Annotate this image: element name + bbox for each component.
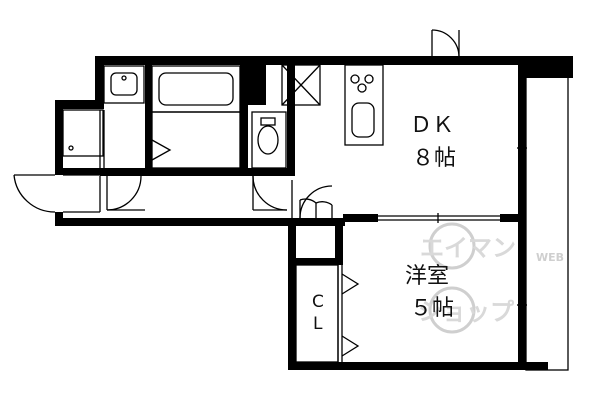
bath-floor <box>151 111 241 169</box>
wall-left-upper <box>95 56 104 101</box>
wall-corridor-top <box>100 168 295 176</box>
balcony <box>525 63 569 371</box>
western-room-name: 洋室 <box>405 264 450 289</box>
wall-entrance-left <box>55 100 63 170</box>
wall-column <box>248 65 266 105</box>
wall-room-divider-right <box>500 214 522 222</box>
toilet-room <box>251 111 287 169</box>
washbasin <box>103 65 145 104</box>
entry-door-swing <box>431 29 460 58</box>
wall-right <box>518 56 526 370</box>
wall-toilet-right <box>287 65 295 175</box>
wall-bath-left <box>145 65 152 173</box>
entrance-door-swing <box>13 174 56 213</box>
closet-label-line2: L <box>313 314 323 334</box>
wall-west-left <box>288 218 296 368</box>
wall-closet-right-upper <box>335 218 343 263</box>
washer-space <box>62 109 104 157</box>
wall-corridor-bottom <box>55 218 345 226</box>
watermark-line2: ショップ <box>418 298 514 326</box>
kitchen-sink <box>351 102 375 138</box>
wall-corner-block <box>518 56 573 78</box>
watermark-graphic <box>428 222 476 334</box>
wall-entrance-top <box>55 168 100 175</box>
toilet <box>257 125 279 155</box>
western-room-size: ５帖 <box>410 296 455 321</box>
wall-bottom <box>288 362 548 370</box>
wall-top <box>95 56 573 65</box>
wall-step <box>55 100 104 109</box>
wall-bath-right <box>240 65 248 173</box>
watermark-tag: WEB <box>536 251 565 264</box>
closet-label-line1: C <box>312 292 324 312</box>
dk-room-name: ＤＫ <box>410 113 455 138</box>
wall-room-divider-left <box>343 214 378 222</box>
dk-room-size: ８帖 <box>412 146 457 171</box>
fridge-space <box>281 64 321 106</box>
watermark-line1: エイマン <box>420 234 516 262</box>
kitchen-counter <box>344 64 384 146</box>
wall-closet-top <box>288 258 343 265</box>
